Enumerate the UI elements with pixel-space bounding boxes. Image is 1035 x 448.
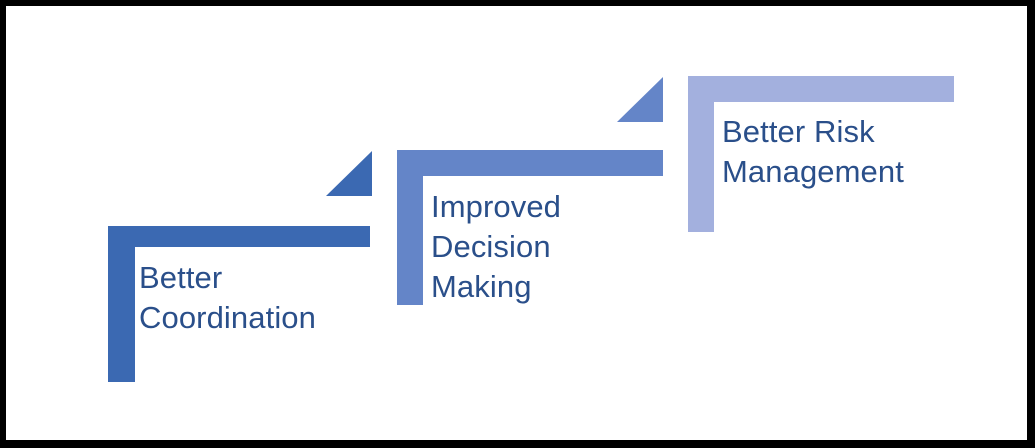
step-3-horizontal-bar	[688, 76, 954, 102]
step-1-horizontal-bar	[108, 226, 370, 247]
step-2-horizontal-bar	[397, 150, 663, 176]
step-2-label: Improved Decision Making	[431, 189, 562, 304]
step-3-label: Better Risk Management	[722, 114, 904, 189]
riser-triangle-2-icon	[617, 77, 663, 122]
step-3-vertical-bar	[688, 76, 714, 232]
riser-triangle-1-icon	[326, 151, 372, 196]
step-1-label: Better Coordination	[139, 260, 316, 335]
step-2-vertical-bar	[397, 150, 423, 305]
step-1-vertical-bar	[108, 226, 135, 382]
